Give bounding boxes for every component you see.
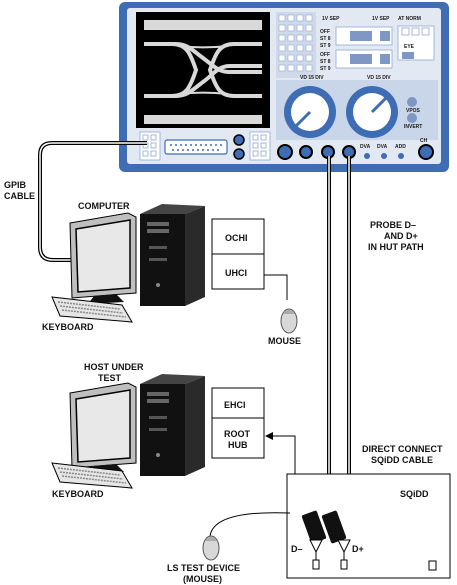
dva-button[interactable] [364,153,370,159]
add-label: ADD [395,144,406,150]
root-hub-label-line2: HUB [228,440,248,450]
st8-label-1: ST 8 [320,36,331,42]
mouse-connection-line [264,274,288,300]
ehci-label: EHCI [224,400,246,410]
top-button-grid [276,12,316,78]
dva2-button[interactable] [381,153,387,159]
host-label-line1: HOST UNDER [84,362,144,372]
gpib-label-line2: CABLE [4,191,35,201]
host-usb-controller-box [211,387,265,459]
channel-input-row [277,144,434,160]
lower-mid-buttons [249,131,271,161]
volt-selector-switches [335,26,393,69]
probe-cables [316,156,351,513]
st8-label-2: ST 8 [320,59,331,65]
computer-keyboard [51,296,133,323]
d-minus-label: D– [291,544,303,554]
keyboard-label-1: KEYBOARD [42,322,94,332]
d-plus-probe [321,510,351,570]
host-tower [140,374,205,476]
vertical-scale-knob-2[interactable] [346,86,398,138]
vd-div-label-2: VD 15 DIV [367,75,391,81]
dva-label: DVA [360,144,371,150]
uhci-label: UHCI [225,268,247,278]
off-label-1: OFF [320,29,330,35]
ls-device-cable [209,512,291,537]
st9-label-1: ST 9 [320,43,331,49]
add-button[interactable] [398,153,404,159]
dva2-label: DVA [377,144,388,150]
d-plus-label: D+ [352,544,364,554]
st9-label-2: ST 9 [320,66,331,72]
gpib-label-line1: GPIB [4,180,27,190]
ls-test-device-label-line1: LS TEST DEVICE [167,563,240,573]
eye-label: EYE [404,44,415,50]
sqidd-label: SQiDD [400,489,429,499]
host-label-line2: TEST [98,373,122,383]
gpib-connector-pins [170,144,222,151]
ch2-sep-label: 1V SEP [372,16,390,22]
vpos-label: VPOS [406,108,421,114]
probe-label-line2: AND D+ [384,231,418,241]
input-connector-2[interactable] [299,145,313,159]
direct-connect-label-line2: SQiDD CABLE [371,455,433,465]
vpos-button[interactable] [407,97,417,107]
off-label-2: OFF [320,52,330,58]
computer-tower [140,204,205,306]
host-keyboard [51,462,133,489]
host-monitor [69,382,137,474]
direct-connect-label-line1: DIRECT CONNECT [362,444,443,454]
probe-label-line1: PROBE D– [370,220,416,230]
lower-left-buttons [139,131,161,161]
hub-connection-arrow [265,432,296,474]
vd-div-label-1: VD 15 DIV [300,75,324,81]
invert-label: INVERT [404,124,422,130]
input-connector-1[interactable] [277,144,293,160]
computer-monitor [69,212,137,304]
bnc-connector-2[interactable] [233,148,245,160]
computer-label: COMPUTER [78,201,130,211]
bnc-connector-1[interactable] [233,134,245,146]
vertical-scale-knob-1[interactable] [284,86,336,138]
screen-top-trace [144,20,262,30]
mouse-label: MOUSE [268,336,301,346]
d-minus-probe [301,510,327,570]
root-hub-label-line1: ROOT [224,429,251,439]
at-norm-label: AT NORM [398,16,421,22]
ch-label: CH [420,138,428,144]
probe-label-line3: IN HUT PATH [368,242,424,252]
ochi-label: OCHI [225,233,248,243]
screen-bottom-trace [144,115,262,124]
invert-button[interactable] [407,113,417,123]
sqidd-port [428,560,437,571]
ch-connector[interactable] [418,144,434,160]
mouse-icon [280,308,298,334]
ls-test-device-label-line2: (MOUSE) [183,574,222,584]
gpib-cable-core [39,142,147,261]
ls-test-mouse-icon [202,535,220,561]
gpib-connector [164,139,228,155]
eye-diagram [144,42,262,98]
eye-button[interactable] [402,52,414,59]
ch1-sep-label: 1V SEP [322,16,340,22]
oscilloscope: 1V SEP 1V SEP AT NORM OFF ST 8 ST 9 OFF … [119,2,449,172]
keyboard-label-2: KEYBOARD [52,489,104,499]
